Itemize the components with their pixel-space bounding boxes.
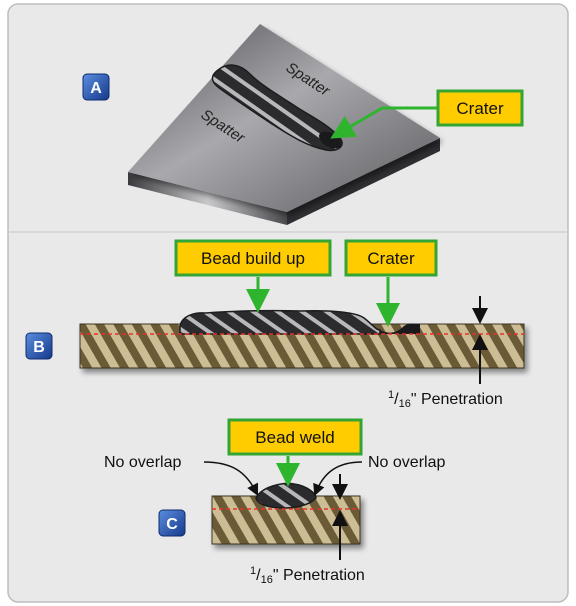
- penetration-b-text: " Penetration: [411, 391, 503, 408]
- penetration-c-text: " Penetration: [273, 567, 365, 584]
- panel-b: B Bead build up Crater 1/16" Penetration: [25, 239, 525, 410]
- badge-c: C: [158, 509, 186, 537]
- badge-a-letter: A: [90, 80, 102, 97]
- badge-b-letter: B: [33, 339, 45, 356]
- bead-buildup: [179, 309, 381, 335]
- penetration-c-denominator: 16: [261, 574, 273, 586]
- penetration-b-numerator: 1: [388, 389, 394, 401]
- crater-dip: [380, 323, 420, 334]
- plate-edge-front: [128, 172, 287, 225]
- no-overlap-left-arrow: [203, 461, 259, 497]
- penetration-b-label: 1/16" Penetration: [388, 389, 503, 410]
- crater-b-label: Crater: [367, 249, 415, 268]
- crater-b-box: [344, 239, 438, 277]
- badge-a: A: [82, 73, 110, 101]
- bead-weld-label: Bead weld: [255, 428, 334, 447]
- badge-c-letter: C: [166, 516, 178, 533]
- panel-a: Spatter Spatter A Crater: [82, 24, 524, 225]
- crater-a-label: Crater: [456, 99, 504, 118]
- weld-bead: [211, 64, 343, 152]
- bead-weld-box: [227, 418, 363, 456]
- crater-a-arrow: [330, 106, 383, 139]
- penetration-b-denominator: 16: [399, 398, 411, 410]
- penetration-c-label: 1/16" Penetration: [250, 565, 365, 586]
- penetration-c-numerator: 1: [250, 565, 256, 577]
- bead-buildup-box: [174, 239, 332, 277]
- no-overlap-left-label: No overlap: [104, 454, 181, 471]
- plate-edge-side: [287, 138, 440, 225]
- badge-b: B: [25, 332, 53, 360]
- panel-c: C Bead weld No overlap No overlap 1/16" …: [104, 418, 445, 586]
- no-overlap-right-arrow: [313, 461, 363, 497]
- bead-buildup-label: Bead build up: [201, 249, 305, 268]
- no-overlap-right-label: No overlap: [368, 454, 445, 471]
- crater-a-box: [436, 89, 524, 127]
